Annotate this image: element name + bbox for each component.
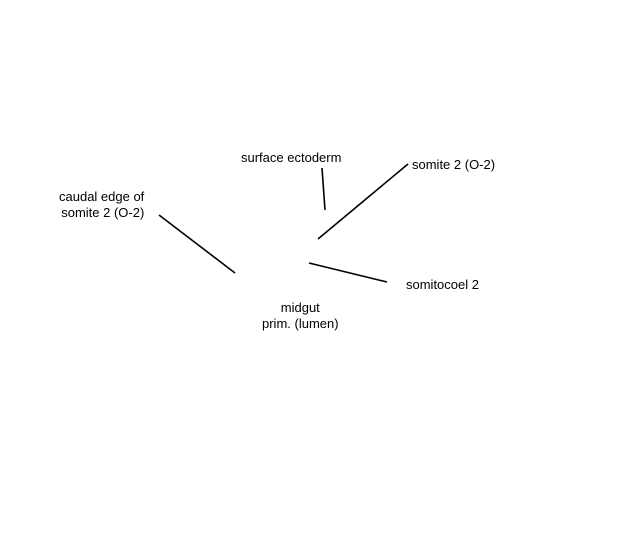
label-caudal-edge-line1: caudal edge of: [59, 189, 145, 204]
label-somitocoel-2: somitocoel 2: [406, 277, 479, 293]
label-caudal-edge: caudal edge of somite 2 (O-2): [59, 189, 144, 221]
leader-line-surface-ectoderm: [321, 167, 326, 211]
label-caudal-edge-line2: somite 2 (O-2): [61, 205, 145, 220]
leader-line-somite-2: [317, 163, 409, 240]
label-midgut: midgut prim. (lumen): [262, 300, 339, 332]
leader-line-somitocoel-2: [308, 262, 388, 283]
leader-line-caudal-edge: [158, 214, 236, 274]
label-somitocoel-2-text: somitocoel 2: [406, 277, 479, 292]
label-midgut-line2: prim. (lumen): [262, 316, 339, 331]
label-surface-ectoderm: surface ectoderm: [241, 150, 341, 166]
label-surface-ectoderm-text: surface ectoderm: [241, 150, 342, 165]
label-somite-2-text: somite 2 (O-2): [412, 157, 496, 172]
label-midgut-line1: midgut: [280, 300, 320, 315]
label-somite-2: somite 2 (O-2): [412, 157, 495, 173]
